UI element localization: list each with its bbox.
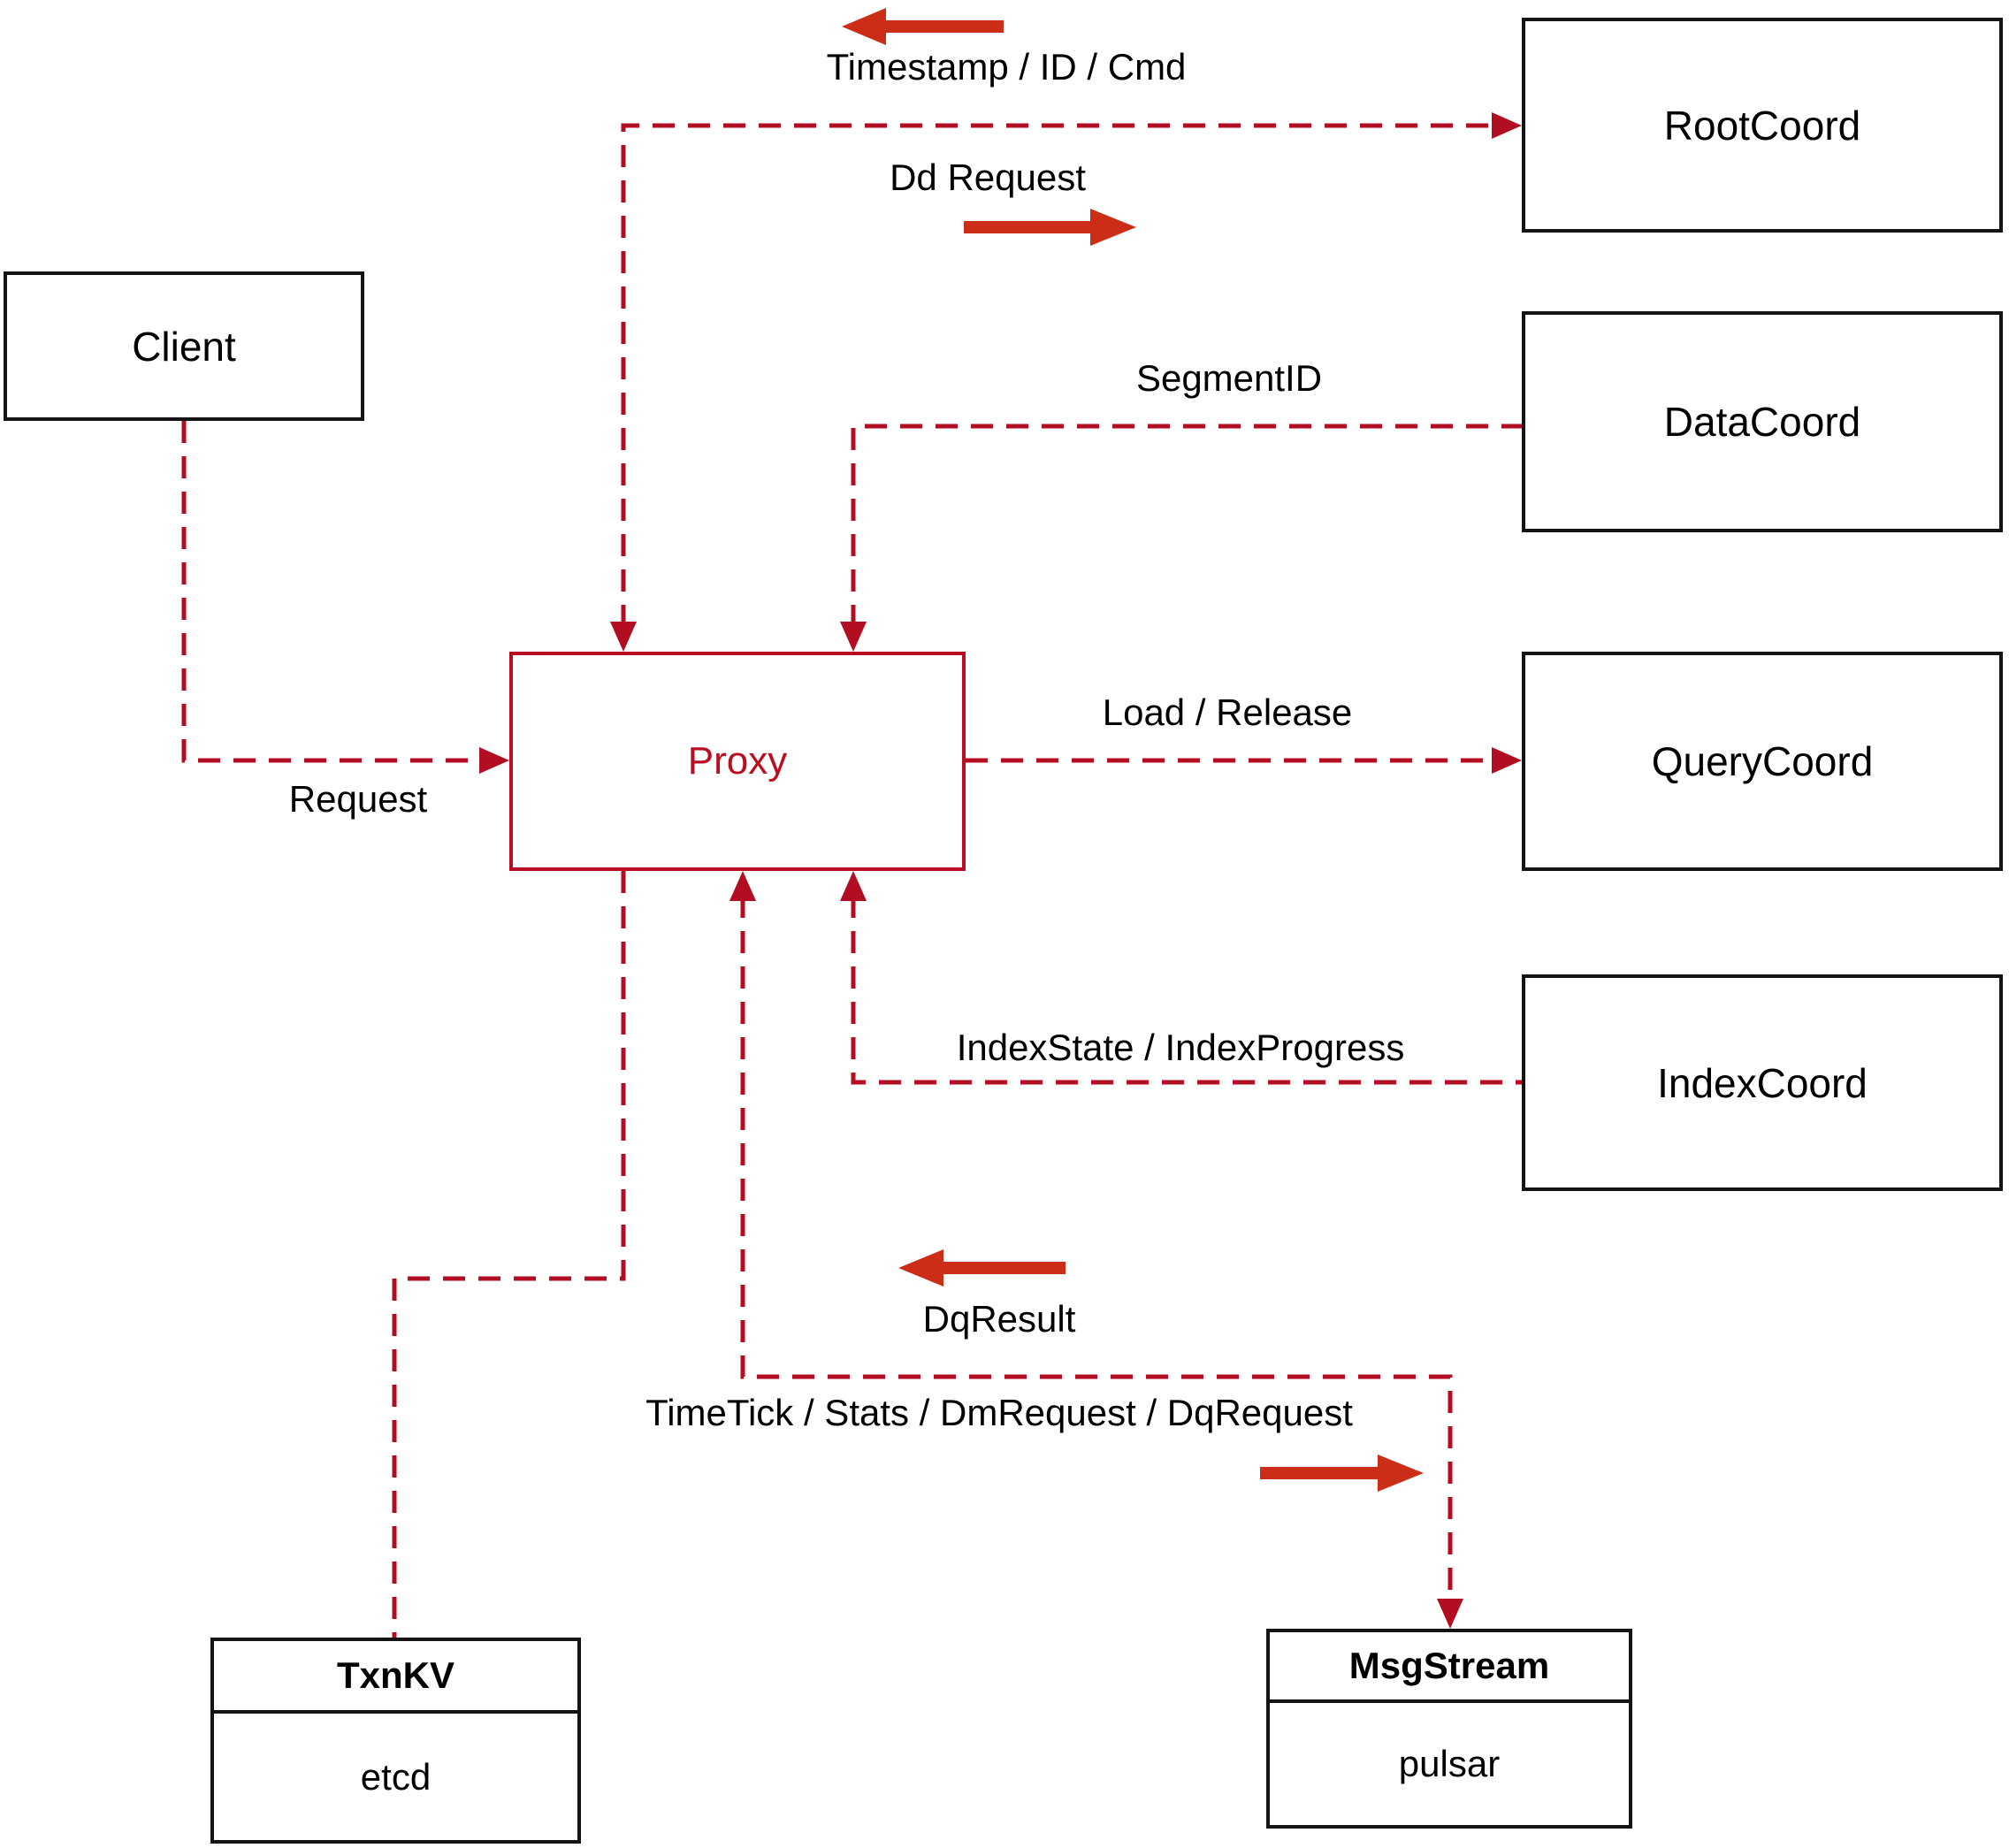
edge-label-timetick: TimeTick / Stats / DmRequest / DqRequest — [645, 1392, 1353, 1433]
node-indexcoord-label: IndexCoord — [1657, 1059, 1868, 1106]
arrowhead-up-proxy-dqpath-icon — [730, 871, 756, 901]
node-txnkv: TxnKV etcd — [210, 1638, 581, 1844]
node-msgstream-title: MsgStream — [1270, 1632, 1629, 1703]
node-client-label: Client — [132, 323, 236, 370]
edge-proxy-msgstream — [740, 896, 1453, 1599]
node-datacoord-label: DataCoord — [1663, 399, 1861, 445]
edge-proxy-txnkv — [392, 871, 626, 1638]
node-msgstream: MsgStream pulsar — [1266, 1629, 1632, 1829]
edge-label-dq-result: DqResult — [922, 1298, 1076, 1340]
node-datacoord: DataCoord — [1522, 311, 2003, 532]
arrowhead-up-proxy-indexpath-icon — [840, 871, 867, 901]
node-txnkv-title: TxnKV — [214, 1641, 577, 1714]
node-querycoord-label: QueryCoord — [1651, 738, 1874, 784]
edge-proxy-rootcoord — [621, 123, 1491, 627]
arrow-right-timetick-icon — [1260, 1455, 1424, 1492]
arrow-left-timestamp-icon — [842, 8, 1004, 45]
arrow-left-dqresult-icon — [898, 1249, 1066, 1287]
arrowhead-right-proxy-icon — [479, 747, 509, 774]
arrowhead-right-querycoord-icon — [1492, 747, 1522, 774]
node-msgstream-subtitle: pulsar — [1398, 1743, 1501, 1784]
edge-label-index-state: IndexState / IndexProgress — [956, 1027, 1405, 1068]
edge-datacoord-proxy — [851, 424, 1522, 627]
edge-label-segment-id: SegmentID — [1135, 357, 1323, 399]
node-proxy: Proxy — [509, 652, 966, 871]
edge-label-timestamp: Timestamp / ID / Cmd — [826, 46, 1187, 88]
arrowhead-right-rootcoord-icon — [1492, 112, 1522, 139]
arrowhead-down-msgstream-icon — [1437, 1599, 1463, 1629]
arrowhead-down-proxy-left-icon — [610, 622, 637, 652]
node-rootcoord-label: RootCoord — [1663, 102, 1861, 149]
arrowhead-down-proxy-right-icon — [840, 622, 867, 652]
node-rootcoord: RootCoord — [1522, 18, 2003, 233]
node-txnkv-subtitle: etcd — [360, 1755, 432, 1798]
node-indexcoord: IndexCoord — [1522, 974, 2003, 1191]
node-client: Client — [4, 271, 364, 421]
edge-label-load-release: Load / Release — [1102, 691, 1353, 733]
node-querycoord: QueryCoord — [1522, 652, 2003, 871]
node-proxy-label: Proxy — [687, 739, 788, 783]
arrow-right-dd-request-icon — [964, 209, 1136, 246]
edge-label-dd-request: Dd Request — [890, 157, 1086, 198]
edge-indexcoord-proxy — [851, 896, 1522, 1085]
edge-client-proxy — [181, 421, 479, 763]
edge-label-request: Request — [288, 778, 428, 820]
